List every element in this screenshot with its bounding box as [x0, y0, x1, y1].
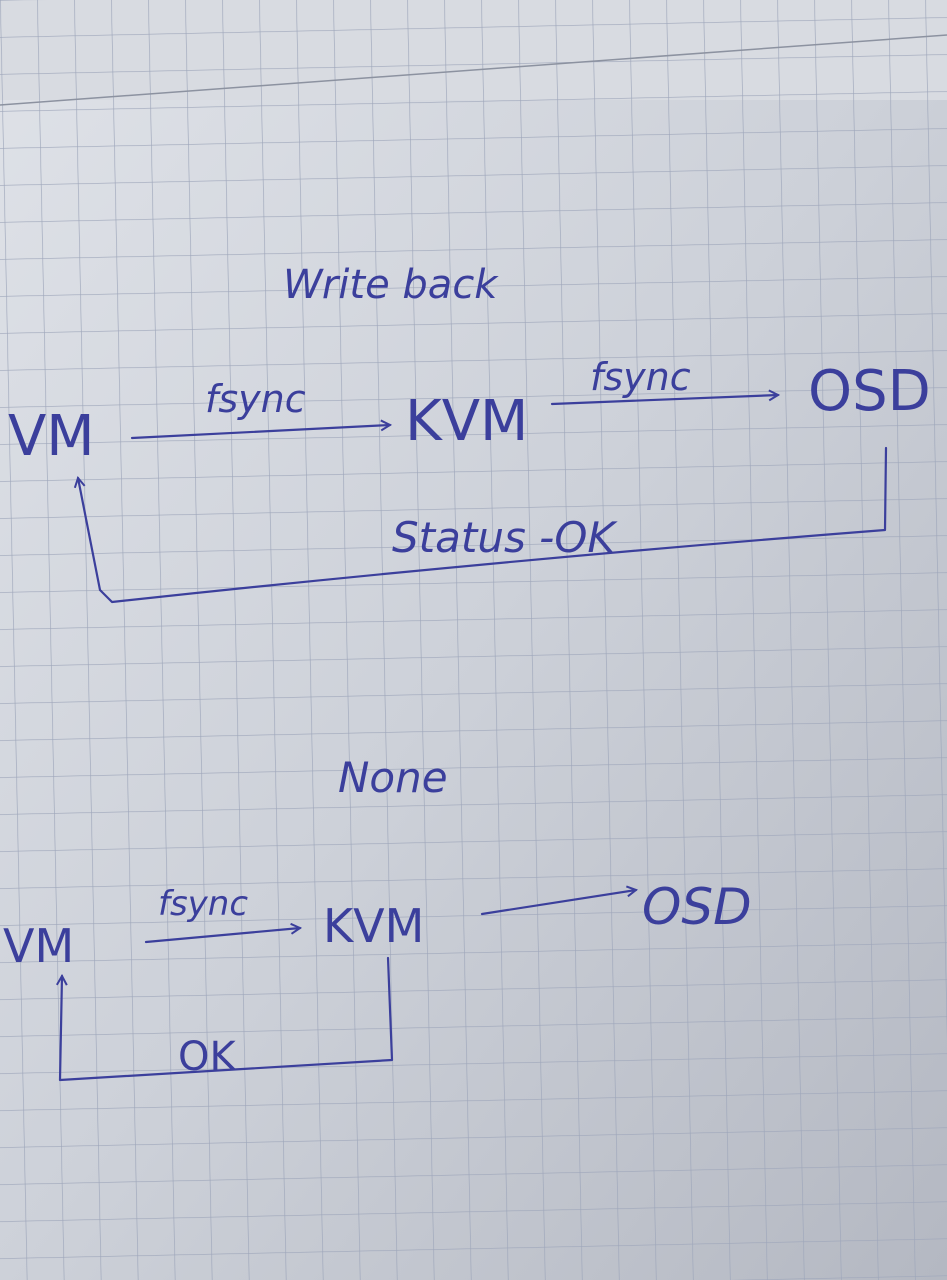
writeback-kvm-node: KVM: [405, 389, 528, 454]
none-return-path: [60, 956, 394, 1082]
writeback-arrow-kvm-osd: [550, 395, 778, 406]
none-kvm-node: KVM: [323, 899, 424, 953]
writeback-vm-node: VM: [8, 404, 95, 469]
writeback-fsync-label-1: fsync: [205, 377, 306, 421]
none-osd-node: OSD: [642, 878, 752, 936]
writeback-status-label: Status -OK: [392, 513, 618, 562]
writeback-title: Write back: [283, 262, 499, 308]
writeback-return-path: [78, 446, 888, 604]
writeback-fsync-label-2: fsync: [590, 355, 691, 399]
none-arrow-vm-kvm: [144, 928, 300, 944]
none-fsync-label: fsync: [158, 884, 248, 924]
writeback-arrow-vm-kvm: [130, 425, 390, 440]
writeback-osd-node: OSD: [808, 359, 931, 424]
page-edge: [0, 34, 947, 106]
none-ok-label: OK: [178, 1034, 237, 1080]
none-vm-node: VM: [3, 919, 74, 973]
none-title: None: [338, 753, 448, 802]
none-arrow-kvm-osd: [480, 890, 636, 916]
